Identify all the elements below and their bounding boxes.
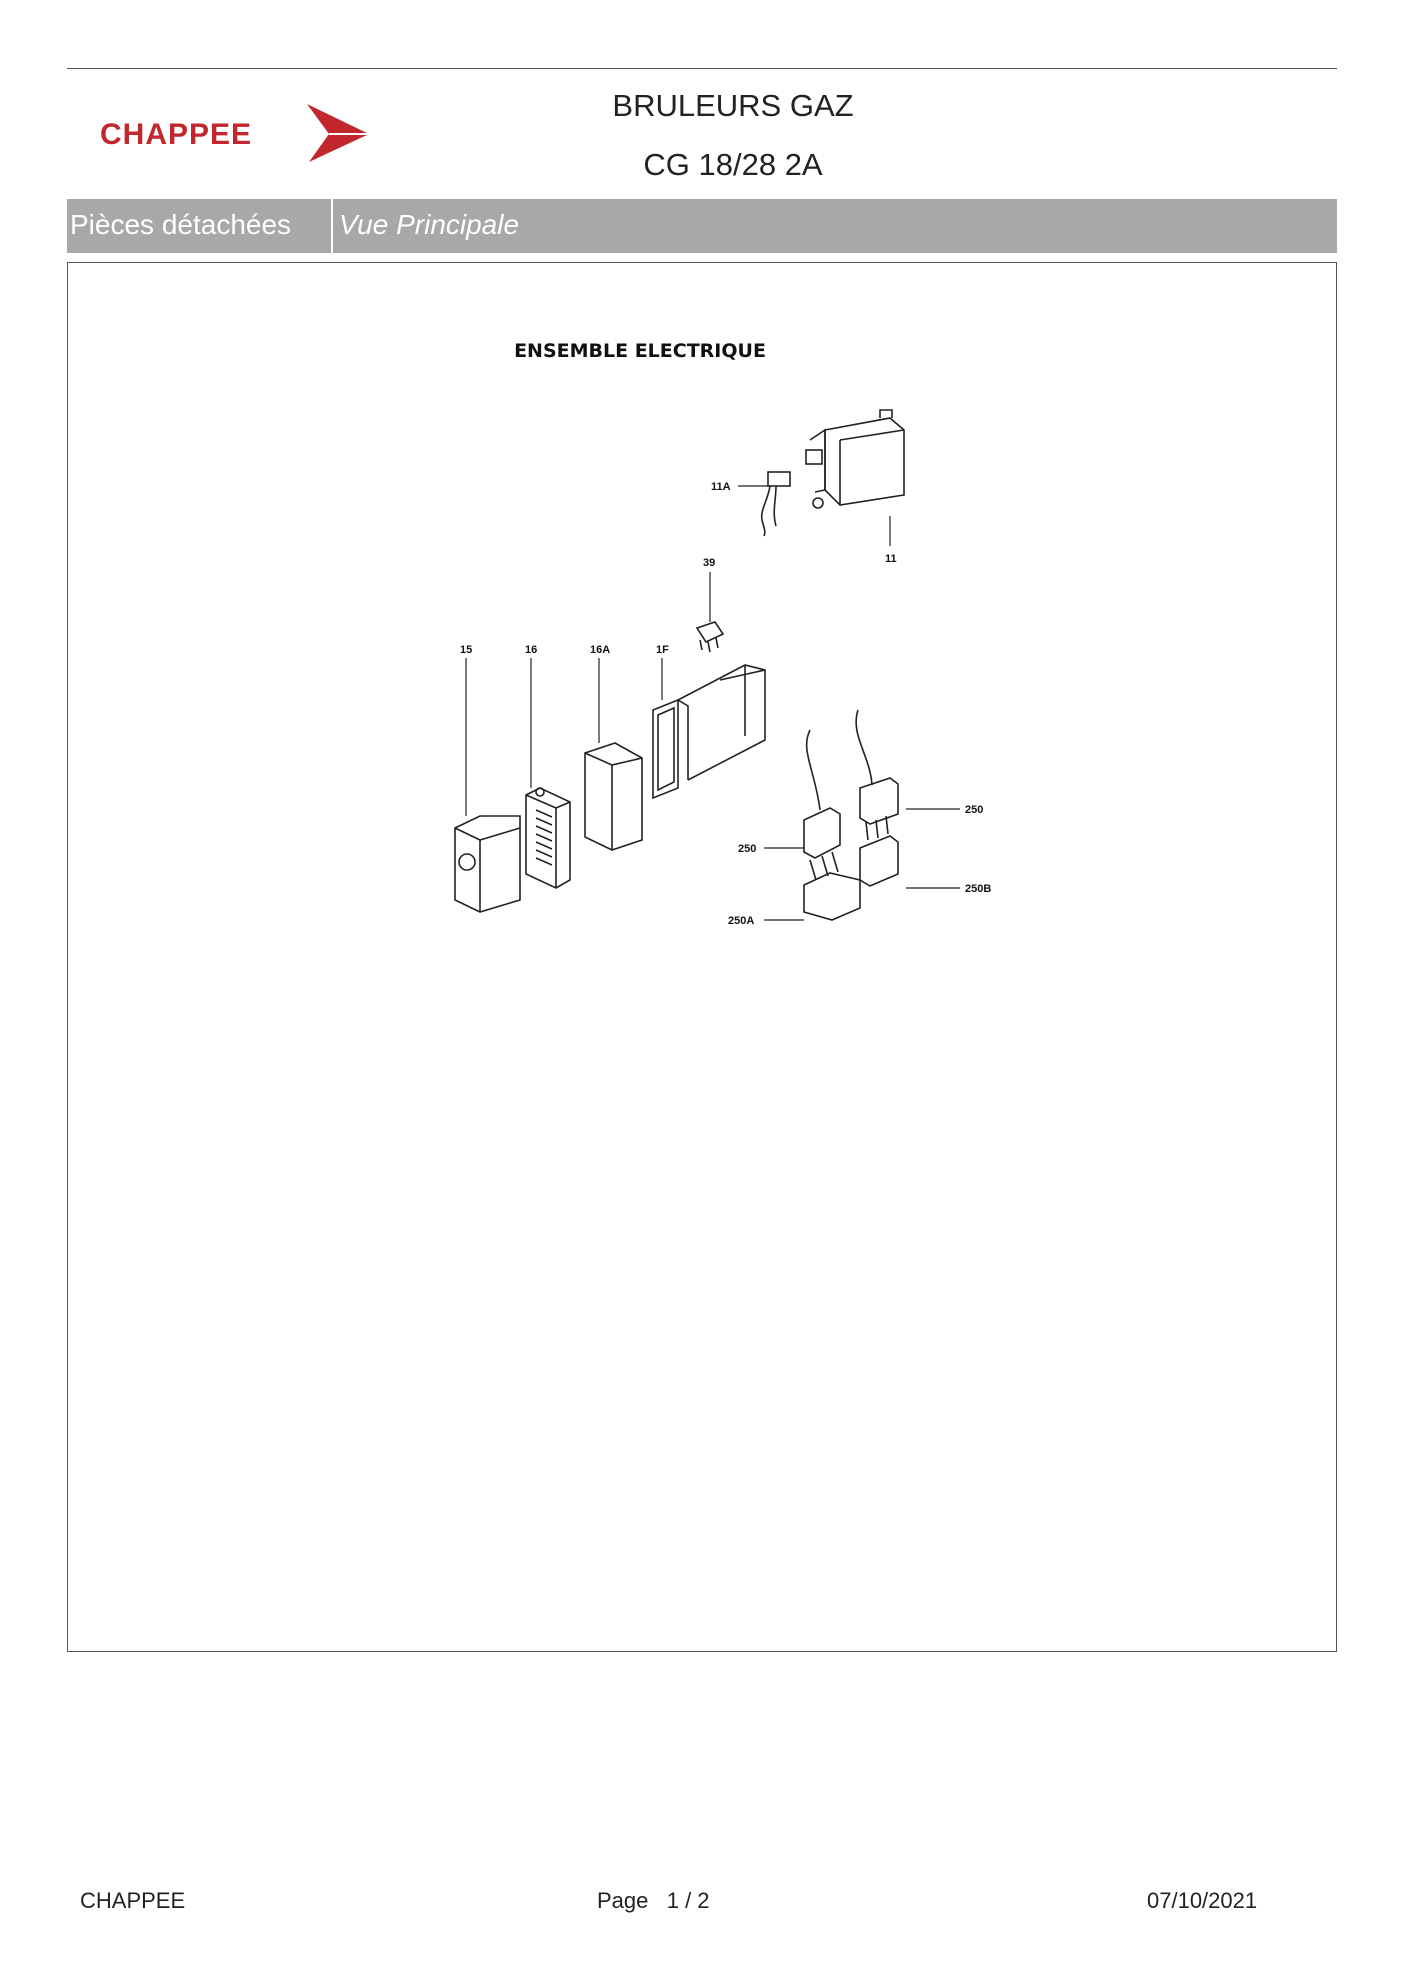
callout-250: 250 (965, 804, 983, 816)
model-name: CG 18/28 2A (643, 147, 823, 182)
diagram-frame (67, 262, 1337, 1652)
footer-brand: CHAPPEE (80, 1888, 186, 1913)
tab-spare-parts[interactable]: Pièces détachées (67, 199, 333, 253)
callout-1f: 1F (656, 644, 669, 656)
parts-drawing: 11A 11 39 15 16 16A 1F 250 250 250B 250A (454, 409, 991, 927)
control-box-part (454, 815, 521, 913)
cable-connector-part (803, 709, 899, 921)
diagram-title: ENSEMBLE ELECTRIQUE (514, 340, 766, 362)
page-label: Page (597, 1888, 649, 1913)
tab-main-view[interactable]: Vue Principale (339, 209, 520, 240)
leader-lines (465, 485, 960, 921)
logo-arrow-icon (307, 104, 369, 162)
transformer-part (805, 409, 905, 509)
section-bar: Pièces détachées Vue Principale (67, 199, 1337, 253)
logo-wordmark: CHAPPEE (100, 118, 253, 151)
socket-part (525, 787, 571, 889)
chappee-logo: CHAPPEE (100, 102, 370, 166)
callout-250a: 250A (728, 915, 754, 927)
document-title: BRULEURS GAZ (612, 88, 854, 123)
cover-part (584, 742, 643, 851)
footer-page: Page 1 / 2 (597, 1888, 710, 1914)
callout-15: 15 (460, 644, 472, 656)
callout-250-left: 250 (738, 843, 756, 855)
callout-16: 16 (525, 644, 537, 656)
callout-250b: 250B (965, 883, 991, 895)
rocker-switch-part (695, 621, 725, 653)
page-number: 1 / 2 (666, 1888, 710, 1913)
footer-date: 07/10/2021 (1147, 1888, 1258, 1913)
header-rule (67, 68, 1337, 69)
callout-16a: 16A (590, 644, 610, 656)
connector-part (760, 471, 791, 537)
housing-part (677, 664, 766, 781)
gasket-part (652, 698, 679, 800)
callout-11: 11 (885, 553, 897, 565)
callout-39: 39 (703, 557, 715, 569)
callout-11a: 11A (711, 481, 731, 493)
exploded-parts-diagram: ENSEMBLE ELECTRIQUE (420, 340, 1040, 940)
